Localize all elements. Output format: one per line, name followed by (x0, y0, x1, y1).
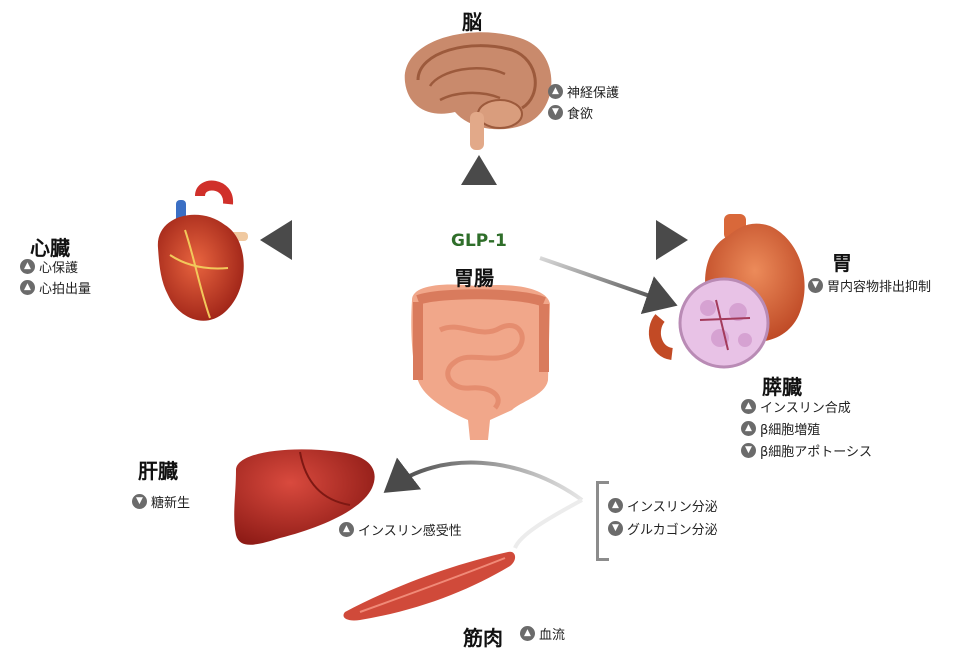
effect-text: インスリン分泌 (627, 499, 718, 515)
liver-illustration (234, 449, 375, 545)
muscle-effect: ▲ 血流 (520, 623, 565, 643)
gut-illustration (411, 284, 550, 440)
brain-title: 脳 (462, 10, 482, 34)
pancreas-effect: ▲ β細胞増殖 (741, 418, 820, 438)
pancreas-effect: ▲ インスリン合成 (741, 396, 851, 416)
effect-text: 食欲 (567, 106, 594, 122)
muscle-title: 筋肉 (463, 626, 503, 650)
heart-effect: ▲ 心拍出量 (20, 277, 91, 297)
effect-text: 神経保護 (567, 85, 620, 101)
up-arrow-icon: ▲ (520, 625, 535, 641)
up-arrow-icon: ▲ (741, 420, 756, 436)
up-arrow-icon: ▲ (741, 398, 756, 414)
up-arrow-icon: ▲ (548, 83, 563, 99)
heart-effect: ▲ 心保護 (20, 256, 78, 276)
gut-title: 胃腸 (454, 266, 494, 290)
pancreas-effect: ▼ β細胞アポトーシス (741, 440, 872, 460)
down-arrow-icon: ▼ (132, 493, 147, 509)
effect-text: β細胞増殖 (760, 422, 821, 438)
muscle-link-line (513, 498, 583, 549)
effect-text: 胃内容物排出抑制 (827, 279, 932, 295)
muscle-illustration (343, 551, 516, 621)
brain-effect: ▼ 食欲 (548, 102, 593, 122)
effect-text: 心拍出量 (39, 281, 92, 297)
heart-illustration (157, 180, 248, 321)
up-arrow-icon: ▲ (20, 279, 35, 295)
effect-text: 心保護 (39, 260, 79, 276)
secretion-effect: ▼ グルカゴン分泌 (608, 518, 718, 538)
pancreas-title: 膵臓 (762, 375, 802, 399)
up-arrow-icon: ▲ (339, 521, 354, 537)
stomach-effect: ▼ 胃内容物排出抑制 (808, 275, 931, 295)
effect-text: グルカゴン分泌 (627, 522, 718, 538)
brain-illustration (404, 32, 552, 150)
arrow-to-liver (383, 457, 584, 502)
heart-title: 心臓 (30, 236, 70, 260)
down-arrow-icon: ▼ (808, 277, 823, 293)
effect-text: インスリン感受性 (358, 523, 462, 539)
effect-text: β細胞アポトーシス (760, 444, 873, 460)
effect-text: インスリン合成 (760, 400, 851, 416)
up-arrow-icon: ▲ (20, 258, 35, 274)
arrow-to-pancreas (539, 256, 678, 315)
down-arrow-icon: ▼ (548, 104, 563, 120)
down-arrow-icon: ▼ (741, 442, 756, 458)
hub-label: GLP-1 (451, 231, 507, 251)
liver-effect: ▼ 糖新生 (132, 491, 190, 511)
secretion-effect: ▲ インスリン分泌 (608, 495, 718, 515)
pancreas-illustration (678, 277, 770, 369)
brain-effect: ▲ 神経保護 (548, 81, 619, 101)
down-arrow-icon: ▼ (608, 520, 623, 536)
stomach-title: 胃 (832, 251, 852, 275)
effect-text: 血流 (539, 627, 566, 643)
liver-title: 肝臓 (138, 459, 178, 483)
insulin-sensitivity-effect: ▲ インスリン感受性 (339, 519, 462, 539)
up-arrow-icon: ▲ (608, 497, 623, 513)
secretion-bracket (596, 481, 609, 561)
effect-text: 糖新生 (151, 495, 191, 511)
